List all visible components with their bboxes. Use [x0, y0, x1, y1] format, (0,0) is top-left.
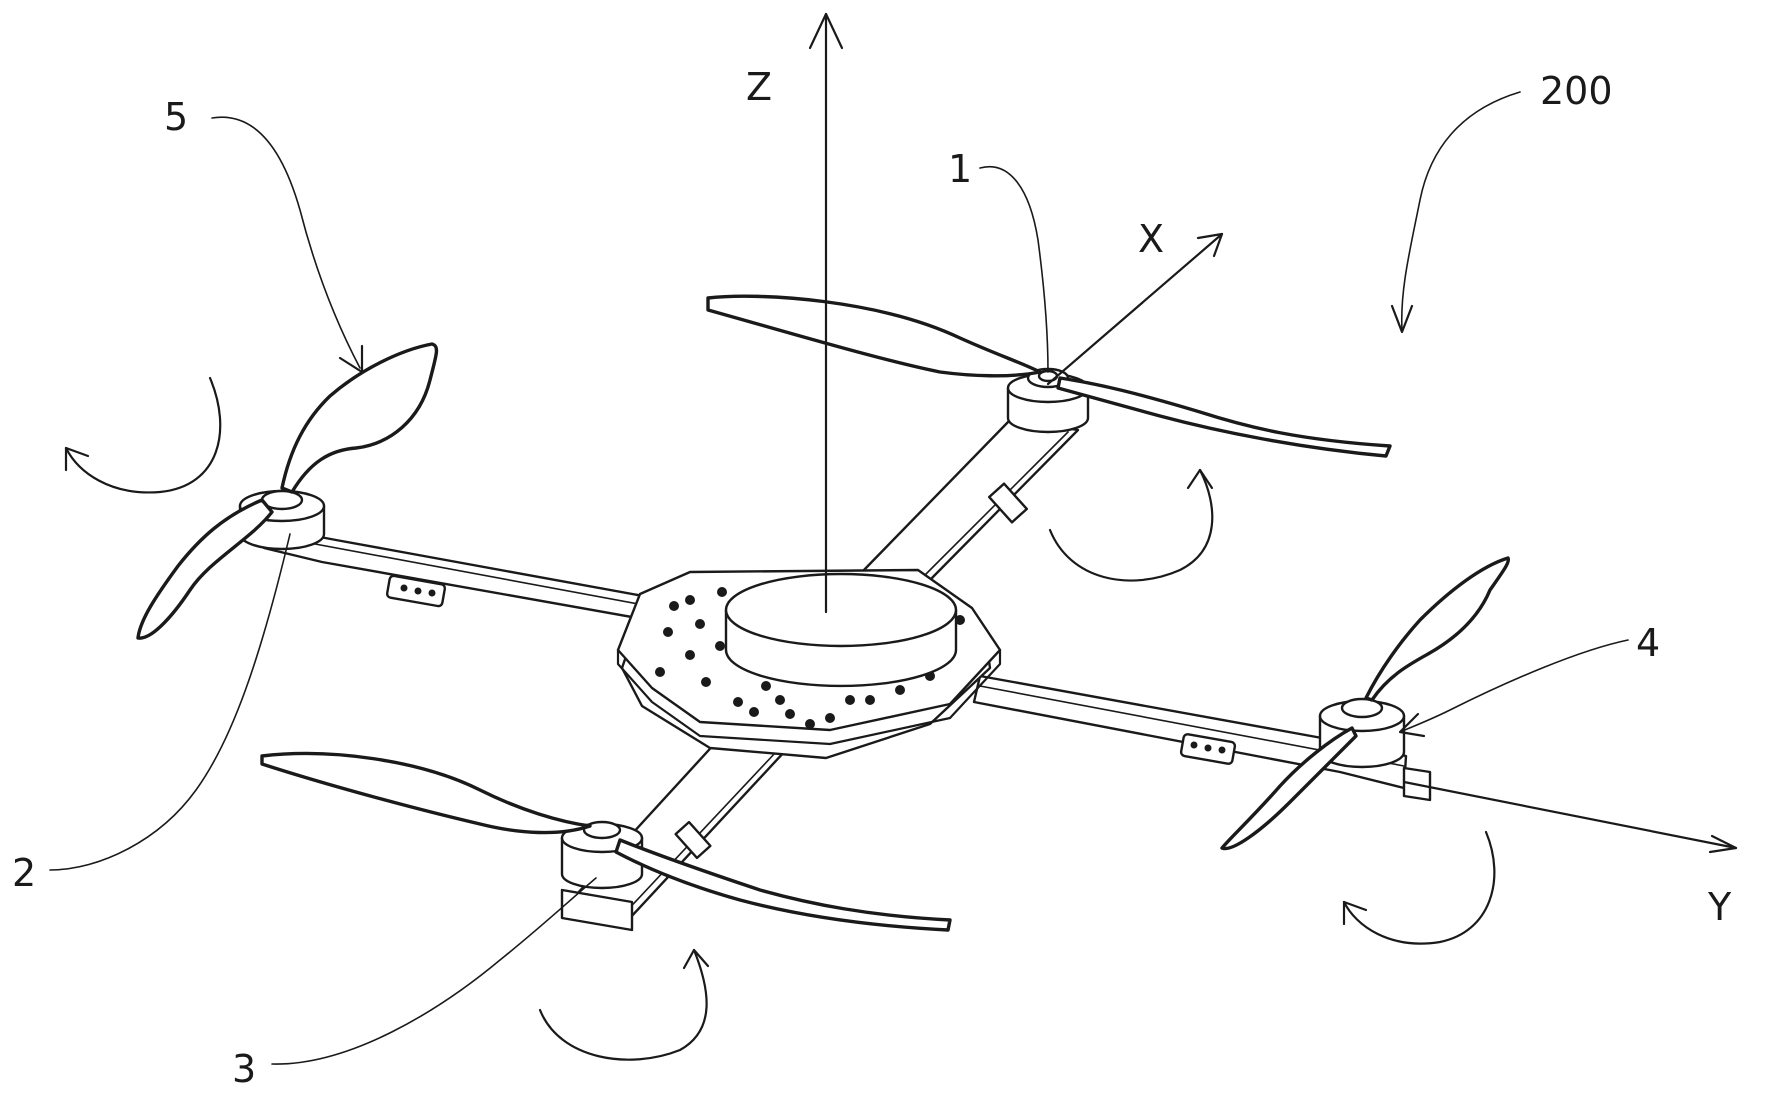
motor-1 [1008, 369, 1088, 432]
label-motor-2: 2 [12, 851, 36, 895]
axis-y [1404, 782, 1736, 852]
rotation-arrow-front [540, 950, 708, 1060]
axis-label-x: X [1138, 217, 1164, 261]
label-assembly: 200 [1540, 69, 1613, 113]
axis-x [1048, 234, 1222, 384]
label-motor-4: 4 [1636, 621, 1660, 665]
central-hub [618, 570, 1000, 758]
label-propeller: 5 [164, 95, 188, 139]
rotation-arrow-right [1344, 832, 1494, 944]
rotation-arrow-left [66, 378, 220, 492]
axis-label-y: Y [1707, 885, 1732, 929]
rotation-arrow-back [1050, 470, 1212, 581]
label-motor-3: 3 [232, 1047, 256, 1091]
arm-left [264, 528, 676, 622]
label-motor-1: 1 [948, 147, 972, 191]
arm-back [862, 420, 1078, 582]
axis-label-z: Z [746, 65, 772, 109]
